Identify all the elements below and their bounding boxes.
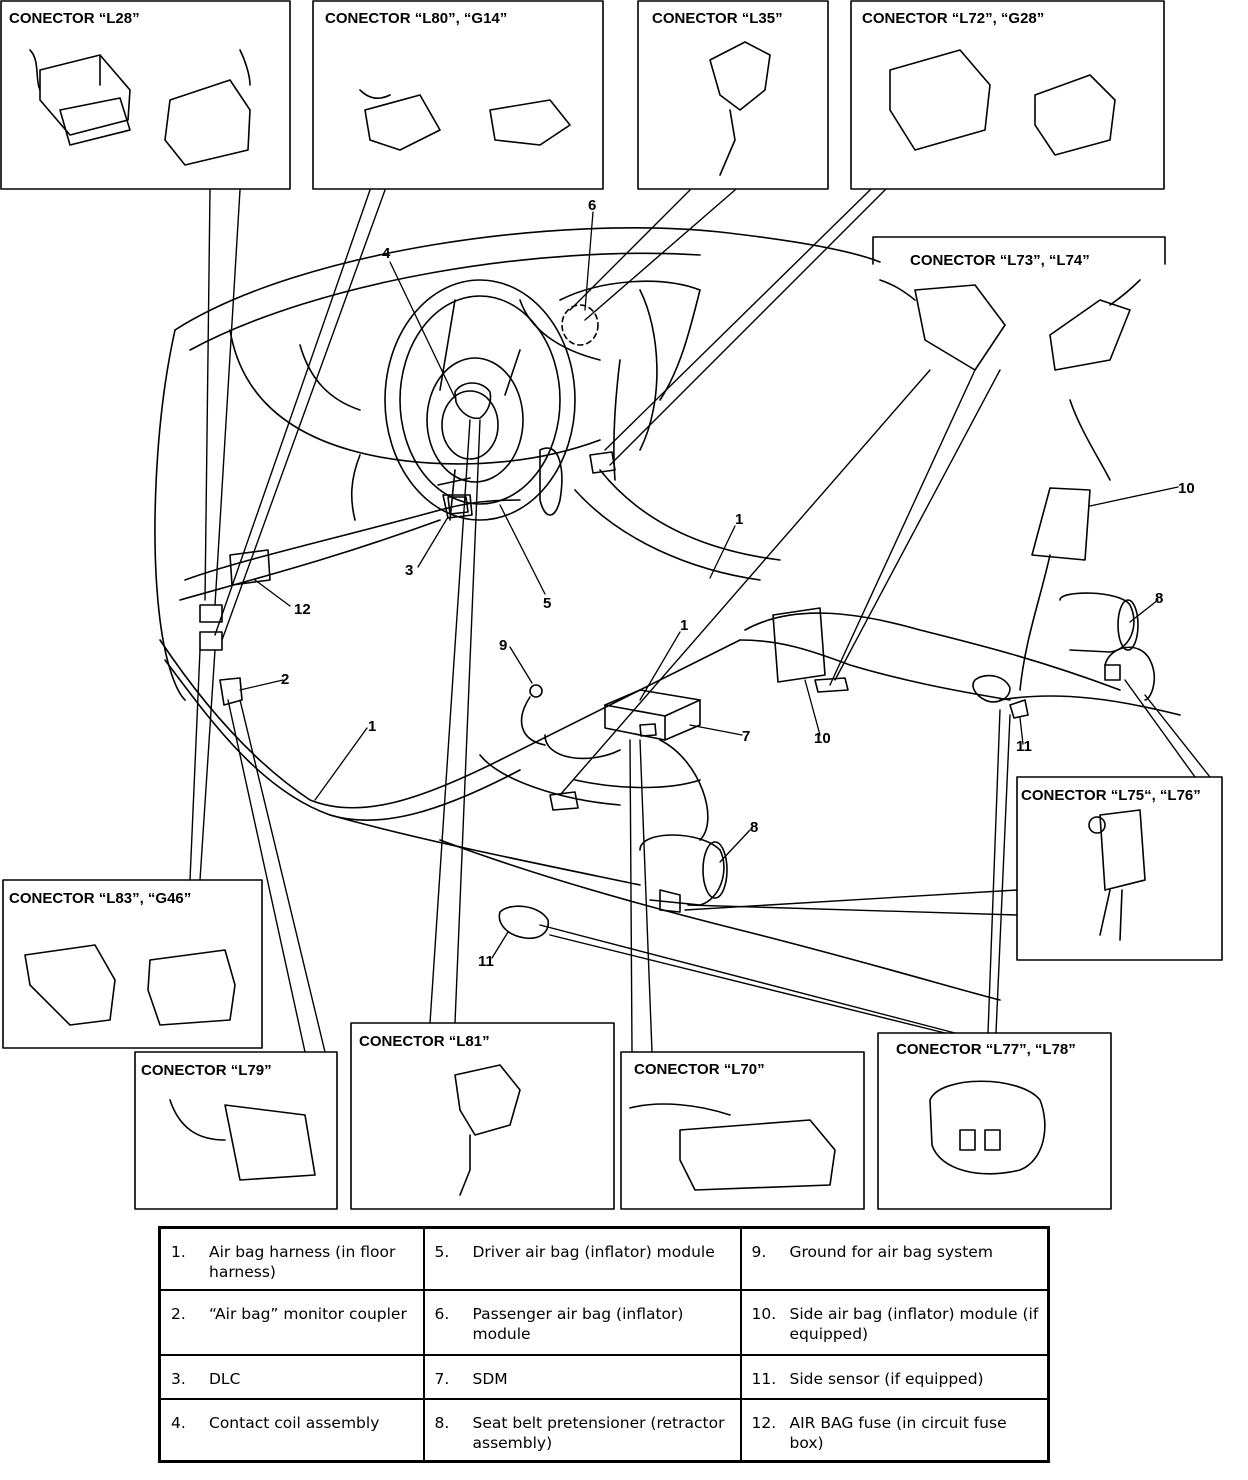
legend-number: 3. bbox=[171, 1369, 186, 1388]
callout-1-c: 1 bbox=[368, 718, 376, 735]
callout-6: 6 bbox=[588, 197, 596, 214]
legend-number: 1. bbox=[171, 1243, 186, 1261]
callout-9: 9 bbox=[499, 637, 507, 654]
callout-1-b: 1 bbox=[680, 617, 688, 634]
sdm-module bbox=[544, 689, 701, 760]
callout-5: 5 bbox=[543, 595, 551, 612]
connector-title-l77: CONECTOR “L77”, “L78” bbox=[896, 1041, 1076, 1058]
connector-title-l83: CONECTOR “L83”, “G46” bbox=[9, 890, 191, 907]
dashboard-outline bbox=[154, 227, 881, 701]
callout-11-b: 11 bbox=[478, 953, 494, 970]
legend-text: AIR BAG fuse (in circuit fuse box) bbox=[789, 1413, 1007, 1452]
legend-text: Driver air bag (inflator) module bbox=[472, 1243, 715, 1261]
callout-8-a: 8 bbox=[750, 819, 758, 836]
legend-number: 4. bbox=[171, 1413, 186, 1432]
airbag-system-diagram: CONECTOR “L28” CONECTOR “L80”, “G14” CON… bbox=[0, 0, 1223, 1210]
legend-text: Contact coil assembly bbox=[209, 1413, 380, 1432]
legend-number: 7. bbox=[434, 1369, 450, 1388]
legend-number: 9. bbox=[751, 1243, 767, 1261]
legend-cell: 10. Side air bag (inflator) module (if eq… bbox=[739, 1288, 1050, 1356]
connector-title-l35: CONECTOR “L35” bbox=[652, 10, 783, 27]
callout-2: 2 bbox=[281, 671, 289, 688]
connector-title-l72: CONECTOR “L72”, “G28” bbox=[862, 10, 1044, 27]
legend-text: Side air bag (inflator) module (if equip… bbox=[789, 1304, 1039, 1343]
ground-point bbox=[520, 684, 546, 746]
connector-box-l80 bbox=[312, 0, 604, 190]
legend-number: 10. bbox=[751, 1304, 777, 1323]
legend-text: Air bag harness (in floor harness) bbox=[209, 1243, 396, 1281]
legend-cell: 2. “Air bag” monitor coupler bbox=[158, 1288, 425, 1356]
callout-1-a: 1 bbox=[735, 511, 743, 528]
legend-number: 12. bbox=[751, 1413, 777, 1432]
connector-box-l79 bbox=[134, 1051, 338, 1210]
legend-text: Passenger air bag (inflator) module bbox=[472, 1304, 684, 1343]
legend-cell: 8. Seat belt pretensioner (retractor asse… bbox=[422, 1397, 742, 1463]
callout-4: 4 bbox=[382, 245, 391, 262]
callout-11-a: 11 bbox=[1016, 738, 1032, 755]
connector-title-l81: CONECTOR “L81” bbox=[359, 1033, 490, 1050]
callout-10-b: 10 bbox=[1178, 480, 1195, 497]
legend-cell: 1. Air bag harness (in floor harness) bbox=[158, 1226, 425, 1291]
connector-box-l70 bbox=[620, 1051, 865, 1210]
connector-box-l75 bbox=[1016, 776, 1223, 961]
connector-box-l72 bbox=[850, 0, 1165, 190]
side-airbag-modules bbox=[772, 487, 1091, 693]
connector-box-l77 bbox=[877, 1032, 1112, 1210]
legend-table: 1. Air bag harness (in floor harness) 5. D… bbox=[158, 1226, 1050, 1463]
legend-text: Seat belt pretensioner (retractor assemb… bbox=[472, 1413, 725, 1452]
callout-8-b: 8 bbox=[1155, 590, 1163, 607]
callout-7: 7 bbox=[742, 728, 750, 745]
legend-text: “Air bag” monitor coupler bbox=[209, 1304, 407, 1323]
legend-cell: 6. Passenger air bag (inflator) module bbox=[422, 1288, 742, 1356]
connector-title-l80: CONECTOR “L80”, “G14” bbox=[325, 10, 507, 27]
legend-cell: 9. Ground for air bag system bbox=[739, 1226, 1050, 1291]
callout-10-a: 10 bbox=[814, 730, 831, 747]
fuse-box bbox=[229, 549, 271, 586]
connector-box-l28 bbox=[0, 0, 291, 190]
connector-title-l79: CONECTOR “L79” bbox=[141, 1062, 272, 1079]
legend-number: 2. bbox=[171, 1304, 186, 1323]
dash-connectors bbox=[199, 451, 657, 811]
connector-box-l73 bbox=[872, 236, 1166, 371]
connector-title-l70: CONECTOR “L70” bbox=[634, 1061, 765, 1078]
legend-number: 11. bbox=[751, 1369, 777, 1388]
legend-cell: 11. Side sensor (if equipped) bbox=[739, 1353, 1050, 1400]
legend-text: DLC bbox=[209, 1369, 241, 1388]
legend-cell: 7. SDM bbox=[422, 1353, 742, 1400]
connector-title-l75: CONECTOR “L75“, “L76” bbox=[1021, 787, 1201, 804]
side-sensors bbox=[498, 674, 1029, 940]
connector-box-l83 bbox=[2, 879, 263, 1049]
legend-number: 5. bbox=[434, 1243, 450, 1261]
legend-text: Ground for air bag system bbox=[789, 1243, 993, 1261]
callout-pointers bbox=[239, 211, 1179, 959]
legend-text: SDM bbox=[472, 1369, 508, 1388]
leader-lines bbox=[189, 189, 1211, 1053]
connector-box-l81 bbox=[350, 1022, 615, 1210]
legend-cell: 5. Driver air bag (inflator) module bbox=[422, 1226, 742, 1291]
connector-title-l73: CONECTOR “L73”, “L74” bbox=[910, 252, 1090, 269]
legend-number: 8. bbox=[434, 1413, 450, 1432]
callout-12: 12 bbox=[294, 601, 311, 618]
connector-box-l35 bbox=[637, 0, 829, 190]
legend-cell: 3. DLC bbox=[158, 1353, 425, 1400]
steering-wheel bbox=[384, 279, 576, 521]
connector-title-l28: CONECTOR “L28” bbox=[9, 10, 140, 27]
passenger-airbag-marker bbox=[561, 304, 599, 346]
legend-cell: 12. AIR BAG fuse (in circuit fuse box) bbox=[739, 1397, 1050, 1463]
callout-3: 3 bbox=[405, 562, 413, 579]
legend-cell: 4. Contact coil assembly bbox=[158, 1397, 425, 1463]
legend-text: Side sensor (if equipped) bbox=[789, 1369, 984, 1388]
seats-and-pretensioners bbox=[639, 399, 1155, 913]
legend-number: 6. bbox=[434, 1304, 450, 1323]
floor-harness bbox=[159, 499, 1181, 1001]
